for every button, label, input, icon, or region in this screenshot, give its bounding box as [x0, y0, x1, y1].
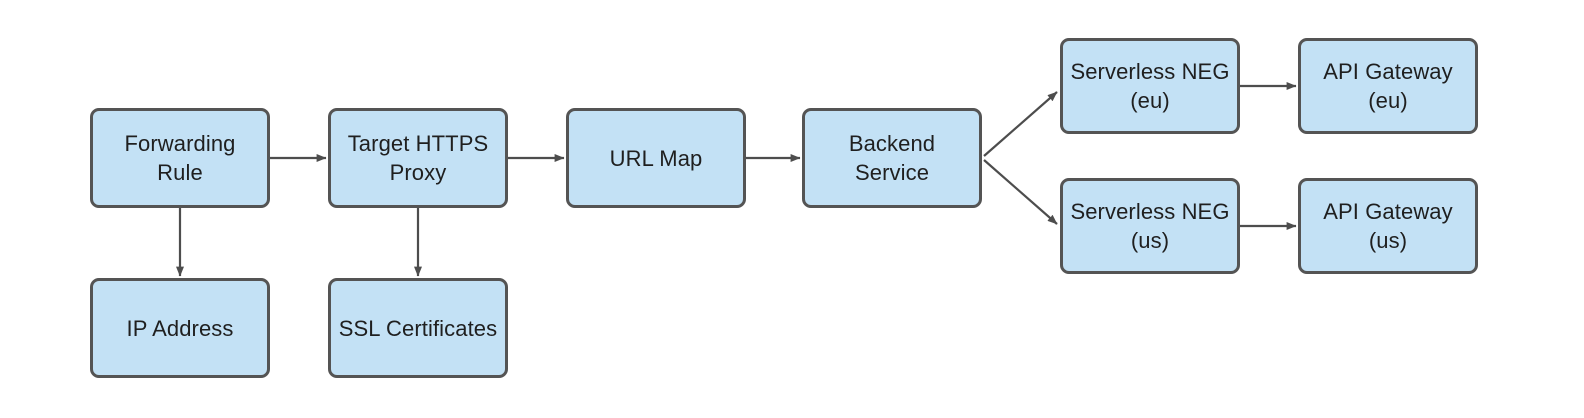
node-ip-address-label: IP Address	[126, 315, 234, 341]
node-target-https-proxy[interactable]: Target HTTPS Proxy	[328, 108, 508, 208]
node-api-gateway-us[interactable]: API Gateway (us)	[1298, 178, 1478, 274]
node-ssl-certificates-label: SSL Certificates	[338, 315, 498, 341]
node-target-https-proxy-label: Target HTTPS Proxy	[347, 131, 489, 185]
node-url-map[interactable]: URL Map	[566, 108, 746, 208]
node-serverless-neg-us-label: Serverless NEG (us)	[1070, 199, 1230, 253]
node-forwarding-rule-label: Forwarding Rule	[124, 131, 236, 185]
node-ssl-certificates[interactable]: SSL Certificates	[328, 278, 508, 378]
node-api-gateway-eu-label: API Gateway (eu)	[1323, 59, 1453, 113]
node-backend-service-label: Backend Service	[848, 131, 936, 185]
edge-backend-service-to-serverless-neg-eu	[983, 91, 1058, 157]
node-serverless-neg-us[interactable]: Serverless NEG (us)	[1060, 178, 1240, 274]
node-url-map-label: URL Map	[609, 145, 703, 171]
node-api-gateway-us-label: API Gateway (us)	[1323, 199, 1453, 253]
node-forwarding-rule[interactable]: Forwarding Rule	[90, 108, 270, 208]
node-serverless-neg-eu[interactable]: Serverless NEG (eu)	[1060, 38, 1240, 134]
node-api-gateway-eu[interactable]: API Gateway (eu)	[1298, 38, 1478, 134]
node-ip-address[interactable]: IP Address	[90, 278, 270, 378]
node-backend-service[interactable]: Backend Service	[802, 108, 982, 208]
edge-backend-service-to-serverless-neg-us	[983, 159, 1058, 225]
node-serverless-neg-eu-label: Serverless NEG (eu)	[1070, 59, 1230, 113]
